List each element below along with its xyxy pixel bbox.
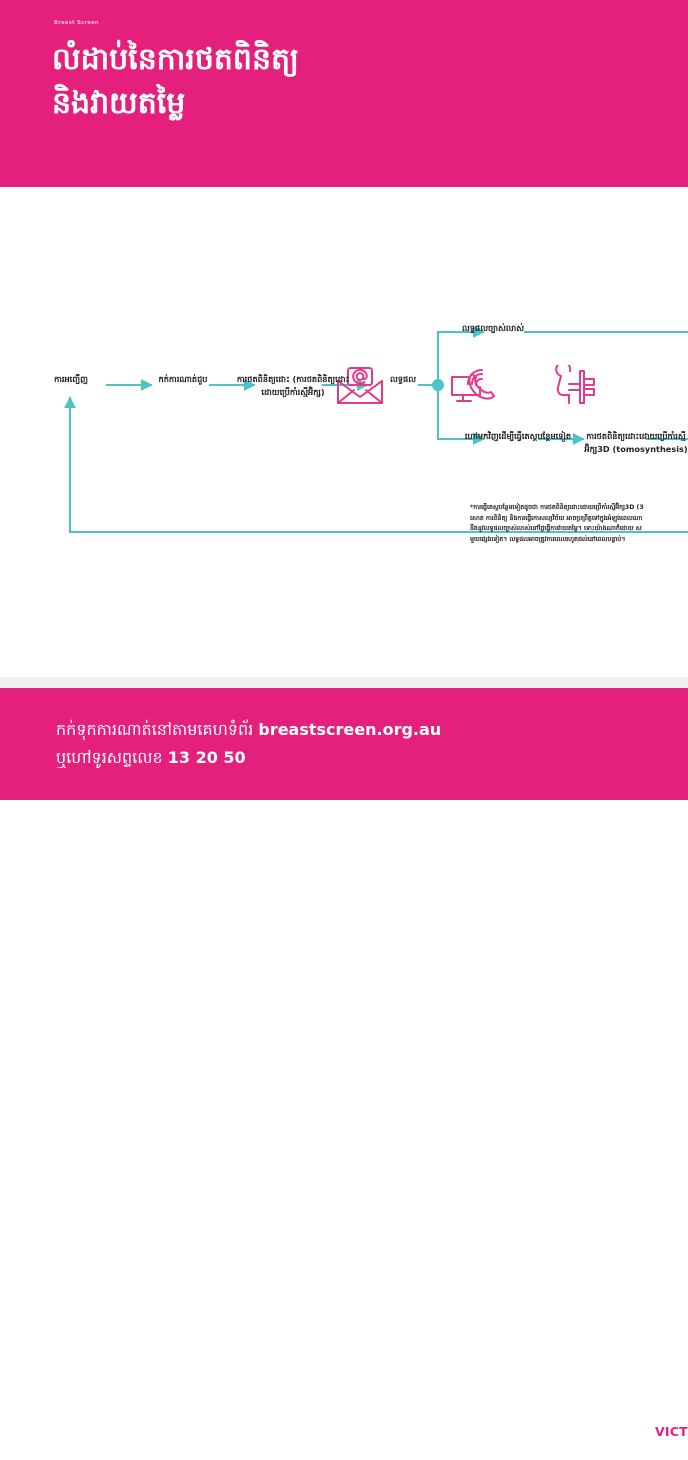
envelope-at-icon [337,367,383,404]
flow-node-label: កក់ការណាត់ជួប [158,374,208,384]
diagram-footnote: *ការធ្វើតេស្តបន្ថែមទៀតដូចជា ការថតពិនិត្យ… [470,503,688,546]
flow-node-label: ការអញ្ជើញ [54,374,88,384]
footer-line-website: កក់ទុកការណាត់នៅតាមគេហទំព័រ breastscreen.… [56,716,576,744]
flow-node-label: លទ្ធផលច្បាស់លាស់ [462,323,525,333]
diagram-canvas: ការអញ្ជើញ កក់ការណាត់ជួប [0,187,688,677]
footer-phone-number[interactable]: 13 20 50 [167,748,246,767]
page-header: Breast Screen លំដាប់នៃការថតពិនិត្យ និងវា… [0,0,688,187]
flow-node-tomosynthesis: 3D ការថតពិនិត្យដោះដោយប្រើកាំរស្មីអ៊ិក្ស3… [576,421,688,456]
victoria-triangle-icon: VICTORIA State Government [652,1412,688,1456]
footnote-line: នឹងនូវលទ្ធផលច្បាស់លាស់នៅថ្ងៃធ្វើការវាយតម… [470,525,642,533]
footnote-line: សោត ការពិនិត្យ និងការធ្វើកោសល្យវិច័យ អាច… [470,514,643,522]
flow-node-appointment: កក់ការណាត់ជួប [128,365,495,402]
grey-divider-band [0,677,688,688]
brand-wordmark: Breast Screen [54,20,99,26]
svg-text:VICTORIA: VICTORIA [655,1424,688,1439]
footer-website-prefix: កក់ទុកការណាត់នៅតាមគេហទំព័រ [56,720,259,739]
footnote-line: *ការធ្វើតេស្តបន្ថែមទៀតដូចជា ការថតពិនិត្យ… [470,504,644,511]
flow-node-label: លទ្ធផល [390,374,416,384]
flow-node-label: ហៅមកវិញដើម្បីធ្វើតេស្តបន្ថែមទៀត [464,431,572,441]
footnote-line: មួយផ្សេងទៀត។ លទ្ធផលអាចត្រូវការពេលរហូតដល់… [470,535,626,543]
svg-text:Government: Government [670,1447,688,1454]
footer-website-url[interactable]: breastscreen.org.au [258,720,442,739]
footer-phone-prefix: ឬហៅទូរសព្ទលេខ [56,748,168,767]
phone-monitor-booking-icon [451,369,495,402]
victoria-state-government-logo: VICTORIA State Government [650,1408,688,1460]
checkmark-box-icon [484,313,688,355]
mammogram-machine-icon [555,365,595,404]
svg-text:State: State [670,1440,688,1447]
flow-node-label: ការថតពិនិត្យដោះ (ការថតពិនិត្យដោះដោយប្រើក… [236,374,350,398]
flow-node-results: លទ្ធផល [358,365,448,386]
page-title-line-2: និងវាយតម្លៃ [52,85,186,121]
screening-pathway-flowchart: ការអញ្ជើញ កក់ការណាត់ជួប [0,187,688,677]
flow-node-clear-result: លទ្ធផលច្បាស់លាស់ [462,313,592,335]
results-document-icon [358,365,688,407]
page-footer: កក់ទុកការណាត់នៅតាមគេហទំព័រ breastscreen.… [0,688,688,1456]
page-title-line-1: លំដាប់នៃការថតពិនិត្យ [52,42,299,77]
page-title: លំដាប់នៃការថតពិនិត្យ និងវាយតម្លៃ [52,38,612,125]
flow-node-recall: ហៅមកវិញដើម្បីធ្វើតេស្តបន្ថែមទៀត [462,421,574,443]
branch-dot [432,379,444,391]
footer-line-phone: ឬហៅទូរសព្ទលេខ 13 20 50 [56,744,576,772]
flow-node-screening: ការថតពិនិត្យដោះ (ការថតពិនិត្យដោះដោយប្រើក… [232,365,595,404]
footer-contact-text: កក់ទុកការណាត់នៅតាមគេហទំព័រ breastscreen.… [56,716,576,772]
flow-connectors [64,326,688,533]
flow-node-label: ការថតពិនិត្យដោះដោយប្រើកាំរស្មីអ៊ិក្ស3D (… [584,431,688,455]
tomosynthesis-machine-3d-icon: 3D [576,421,688,463]
flow-node-invitation: ការអញ្ជើញ [16,365,383,404]
